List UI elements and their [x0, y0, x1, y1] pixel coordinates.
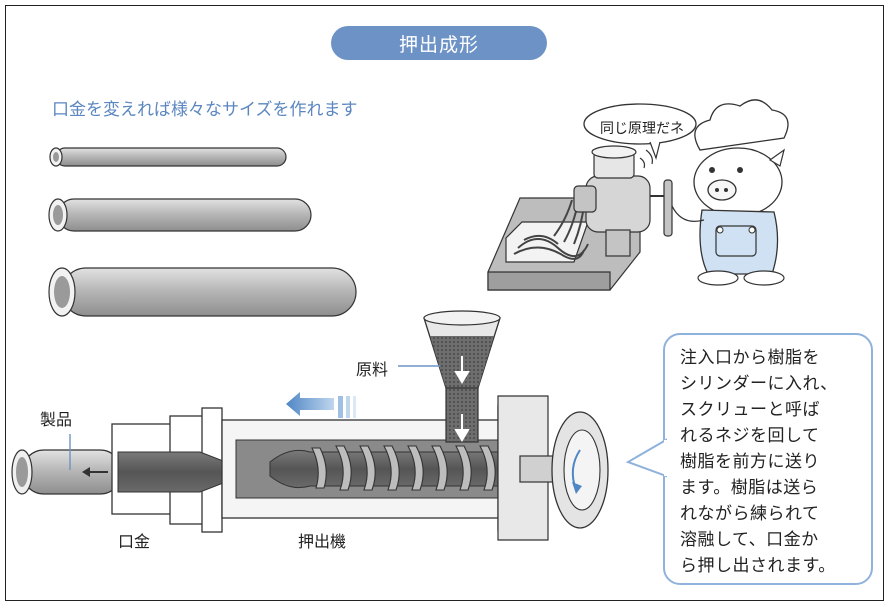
pig-chef-character: [671, 99, 789, 286]
meat-grinder-illustration: [487, 145, 673, 291]
explanation-line: ます。樹脂は送ら: [680, 478, 819, 498]
explanation-line: 注入口から樹脂を: [680, 348, 820, 368]
explanation-line: れながら練られて: [680, 504, 820, 524]
explanation-line: れるネジを回して: [680, 426, 820, 446]
explanation-line: シリンダーに入れ、: [680, 374, 838, 394]
tube-medium: [48, 198, 312, 232]
explanation-callout: [625, 333, 873, 585]
explanation-text: 注入口から樹脂を シリンダーに入れ、 スクリューと呼ば れるネジを回して 樹脂を…: [680, 345, 860, 579]
label-product: 製品: [40, 410, 73, 429]
tube-small: [49, 147, 287, 167]
speech-text: 同じ原理だネ: [600, 121, 684, 137]
explanation-line: 溶融して、口金か: [680, 530, 819, 550]
label-material: 原料: [356, 360, 389, 379]
label-die: 口金: [118, 532, 151, 551]
extruder-machine: [11, 310, 609, 541]
page-title: 押出成形: [331, 26, 547, 60]
explanation-line: ら押し出されます。: [680, 556, 836, 576]
speech-bubble: [583, 103, 697, 161]
subtitle: 口金を変えれば様々なサイズを作れます: [52, 100, 358, 120]
figure-border: [5, 5, 884, 601]
tube-large: [48, 267, 357, 317]
explanation-line: 樹脂を前方に送り: [680, 452, 820, 472]
label-extruder: 押出機: [298, 532, 347, 551]
explanation-line: スクリューと呼ば: [680, 400, 820, 420]
